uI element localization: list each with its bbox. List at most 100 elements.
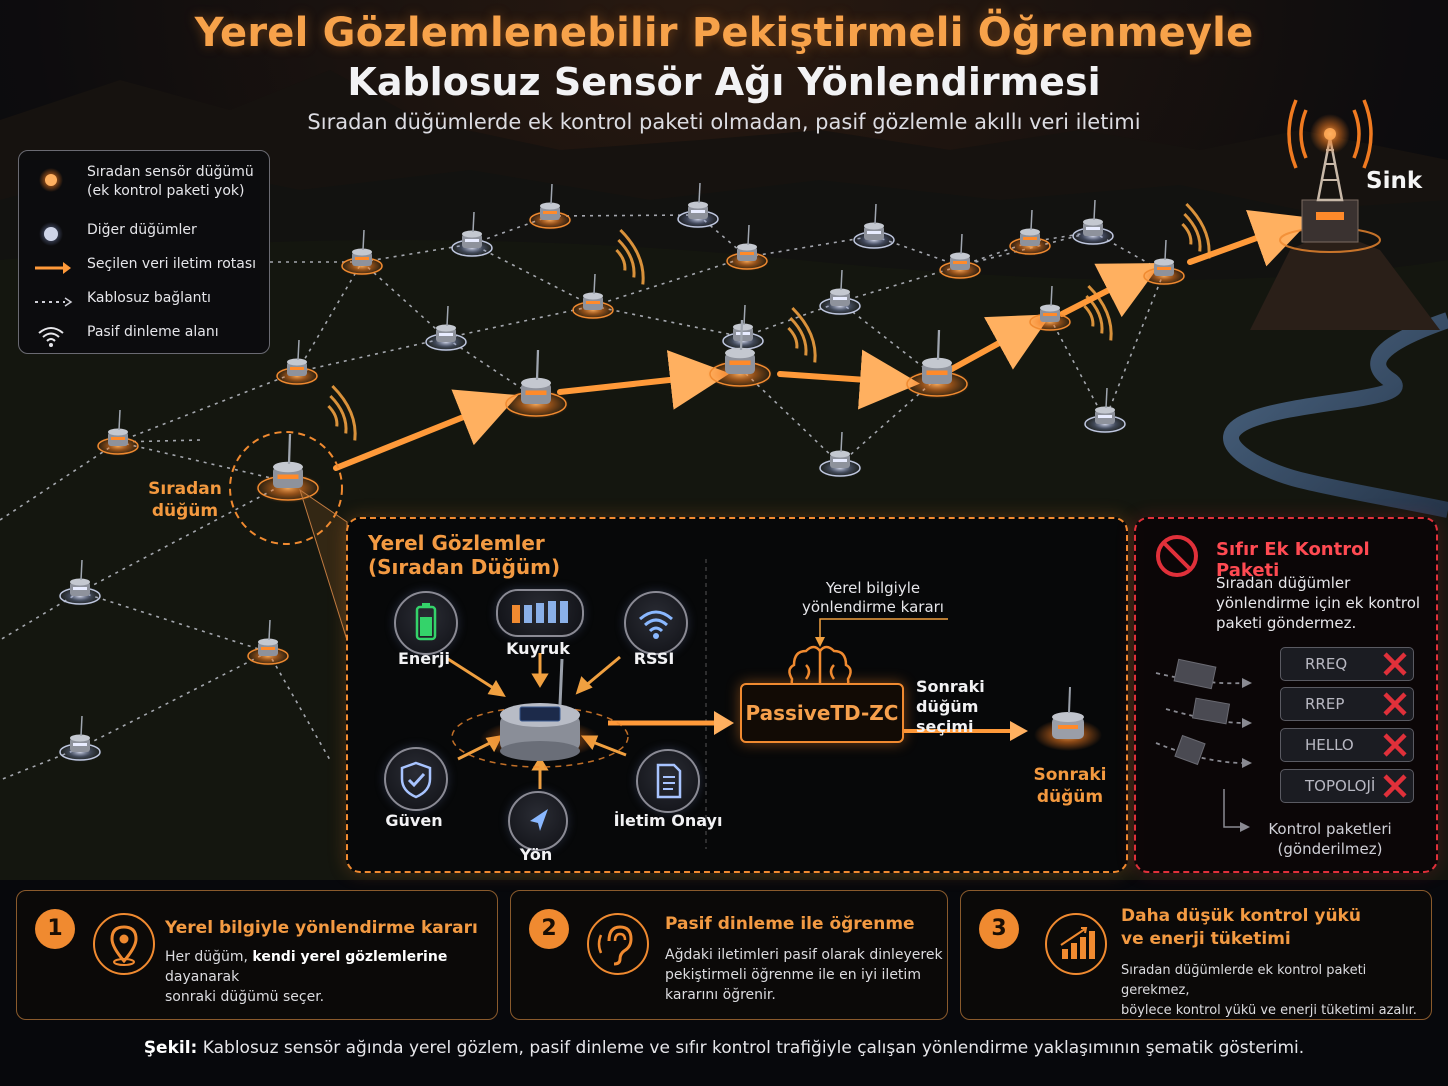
legend-item-wireless-link: Kablosuz bağlantı <box>19 285 269 319</box>
legend-item-ordinary-node: Sıradan sensör düğümü(ek kontrol paketi … <box>19 163 269 199</box>
x-mark-icon <box>1383 733 1407 757</box>
packet-rreq: RREQ <box>1280 647 1414 681</box>
location-pin-icon <box>110 925 138 966</box>
passive-listening-wave <box>787 326 799 349</box>
trust-label: Güven <box>385 811 443 830</box>
battery-icon <box>415 603 437 641</box>
wifi-signal-icon <box>639 610 673 639</box>
wireless-link <box>549 214 699 217</box>
feature-body: Her düğüm, kendi yerel gözlemlerine daya… <box>165 949 448 1005</box>
other-node-icon <box>424 305 468 352</box>
document-icon <box>656 763 682 799</box>
zoom-cone <box>299 488 348 641</box>
figure-caption: Şekil: Kablosuz sensör ağında yerel gözl… <box>143 1038 1305 1058</box>
route-arrow <box>1059 263 1162 318</box>
feature-number: 3 <box>979 909 1019 949</box>
ordinary-node-icon <box>503 349 569 419</box>
other-node-icon <box>58 715 102 762</box>
passive-listening-wave <box>1083 304 1095 327</box>
wireless-link <box>79 651 269 749</box>
feature-number: 2 <box>529 909 569 949</box>
legend-label: Kablosuz bağlantı <box>87 290 211 306</box>
ack-circle <box>636 749 700 813</box>
ordinary-node-icon <box>707 319 773 389</box>
ordinary-node-icon <box>904 329 970 399</box>
legend-label: Sıradan sensör düğümü(ek kontrol paketi … <box>87 164 254 199</box>
x-mark-icon <box>1383 692 1407 716</box>
wireless-link <box>445 305 594 339</box>
packet-rrep: RREP <box>1280 687 1414 721</box>
feature-body: Sıradan düğümlerde ek kontrol paketi ger… <box>1121 963 1417 1018</box>
feature-title: Yerel bilgiyle yönlendirme kararı <box>165 918 478 938</box>
ordinary-node-icon <box>275 339 319 386</box>
passive-listening-wave <box>327 404 339 427</box>
passive-listening-wave <box>789 316 808 356</box>
other-node-icon <box>852 203 896 250</box>
ordinary-node-icon <box>571 273 615 320</box>
ordinary-node-icon <box>255 433 321 503</box>
passive-listening-wave <box>329 394 348 434</box>
orange-arrow-icon <box>35 262 71 274</box>
feature-card-1: 1 Yerel bilgiyle yönlendirme kararı Her … <box>16 890 498 1020</box>
wireless-link <box>592 305 744 338</box>
feature-icon-circle <box>93 913 155 975</box>
rssi-label: RSSI <box>633 649 675 668</box>
page-title-line1: Yerel Gözlemlenebilir Pekiştirmeli Öğren… <box>194 10 1254 56</box>
passive-listening-wave <box>331 384 357 441</box>
wireless-link <box>79 591 269 653</box>
ear-icon <box>597 925 633 966</box>
route-arrow <box>777 349 920 410</box>
control-packets-footer: Kontrol paketleri(gönderilmez) <box>1268 820 1392 858</box>
legend-label: Diğer düğümler <box>87 222 197 238</box>
packet-topology: TOPOLOJİ <box>1280 769 1414 803</box>
ordinary-node-icon <box>246 619 290 666</box>
observations-title: Yerel Gözlemler(Sıradan Düğüm) <box>368 531 561 579</box>
x-mark-icon <box>1383 774 1407 798</box>
ordinary-node-icon <box>938 233 982 280</box>
energy-circle <box>394 591 458 655</box>
wifi-icon <box>38 327 64 347</box>
prohibited-icon <box>1156 535 1198 577</box>
direction-label: Yön <box>519 845 553 864</box>
passive-listening-wave <box>617 238 636 278</box>
trust-circle <box>384 747 448 811</box>
legend-item-other-nodes: Diğer düğümler <box>19 217 269 251</box>
ordinary-node-icon <box>1142 239 1186 286</box>
passive-listening-wave <box>619 228 645 285</box>
zero-control-panel: Sıfır Ek Kontrol Paketi Sıradan düğümler… <box>1134 517 1438 873</box>
ordinary-node-icon <box>96 409 140 456</box>
wireless-link <box>0 441 119 521</box>
wireless-link <box>1092 231 1165 273</box>
other-node-icon <box>58 559 102 606</box>
energy-label: Enerji <box>397 649 451 668</box>
direction-circle <box>508 791 568 851</box>
legend-label: Seçilen veri iletim rotası <box>87 256 257 272</box>
local-observations-panel: Yerel Gözlemler(Sıradan Düğüm) <box>346 517 1128 873</box>
ordinary-node-icon <box>725 224 769 271</box>
ack-label: İletim Onayı <box>613 811 723 830</box>
other-node-icon <box>450 211 494 258</box>
legend: Sıradan sensör düğümü(ek kontrol paketi … <box>18 150 270 354</box>
passive-listening-wave <box>615 248 627 271</box>
feature-icon-circle <box>1045 913 1107 975</box>
wireless-link <box>742 301 841 338</box>
feature-number: 1 <box>35 909 75 949</box>
wireless-link <box>471 215 551 245</box>
wireless-link <box>361 243 473 263</box>
wireless-link <box>296 261 363 373</box>
other-node-icon <box>1071 199 1115 246</box>
page-title-line2: Kablosuz Sensör Ağı Yönlendirmesi <box>347 60 1101 104</box>
queue-label: Kuyruk <box>506 639 570 658</box>
ordinary-node-device-icon <box>451 658 629 768</box>
orange-node-icon <box>39 168 63 192</box>
route-arrow <box>557 350 730 410</box>
other-node-icon <box>1083 387 1127 434</box>
direction-arrow-icon <box>530 809 548 831</box>
other-node-icon <box>818 269 862 316</box>
